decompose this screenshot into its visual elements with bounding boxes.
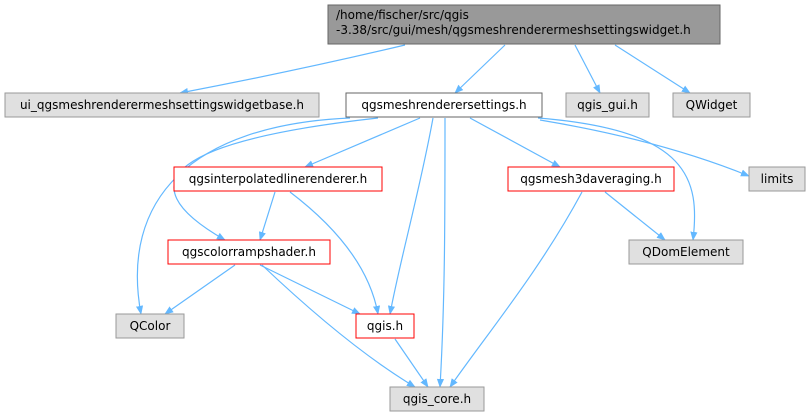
edge-mesh3d-to-qgis_core (449, 191, 583, 388)
edge-root-to-renderersettings (454, 44, 506, 94)
edge-qgis_h-to-qgis_core (394, 338, 429, 388)
node-box (115, 313, 185, 339)
node-box (345, 92, 543, 118)
node-label: qgis_gui.h (577, 98, 638, 112)
nodes-layer: /home/fischer/src/qgis-3.38/src/gui/mesh… (4, 4, 806, 412)
node-label: qgis_core.h (403, 392, 471, 406)
node-ui_base[interactable]: ui_qgsmeshrenderermeshsettingswidgetbase… (4, 92, 320, 118)
edge-renderersettings-to-colorramp (173, 117, 379, 241)
node-label: -3.38/src/gui/mesh/qgsmeshrenderermeshse… (336, 23, 691, 37)
edge-renderersettings-to-interpolatedline (304, 117, 421, 168)
node-label: /home/fischer/src/qgis (336, 8, 469, 22)
node-box (4, 92, 320, 118)
edge-mesh3d-to-qdomelement (604, 191, 666, 241)
node-box (327, 4, 721, 45)
node-label: limits (761, 172, 794, 186)
edge-renderersettings-to-qgis_h (387, 117, 434, 315)
edge-colorramp-to-qcolor (164, 264, 236, 315)
node-label: qgsmeshrenderersettings.h (361, 98, 526, 112)
edge-root-to-qwidget (614, 44, 691, 94)
node-label: QWidget (686, 98, 738, 112)
node-limits[interactable]: limits (748, 166, 806, 192)
node-qgis_h[interactable]: qgis.h (355, 313, 415, 339)
edges-layer (135, 44, 750, 388)
node-box (748, 166, 806, 192)
node-box (173, 166, 383, 192)
node-qwidget[interactable]: QWidget (672, 92, 751, 118)
edge-renderersettings-to-qgis_core (436, 117, 446, 388)
node-mesh3d[interactable]: qgsmesh3daveraging.h (507, 166, 675, 192)
node-colorramp[interactable]: qgscolorrampshader.h (167, 239, 331, 265)
edge-colorramp-to-qgis_h (259, 264, 361, 315)
node-box (672, 92, 751, 118)
node-renderersettings[interactable]: qgsmeshrenderersettings.h (345, 92, 543, 118)
node-box (628, 239, 744, 265)
node-box (167, 239, 331, 265)
node-qgis_core[interactable]: qgis_core.h (389, 386, 485, 412)
node-box (507, 166, 675, 192)
node-label: QDomElement (642, 245, 730, 259)
node-interpolatedline[interactable]: qgsinterpolatedlinerenderer.h (173, 166, 383, 192)
edge-renderersettings-to-mesh3d (469, 117, 561, 168)
node-label: ui_qgsmeshrenderermeshsettingswidgetbase… (20, 98, 304, 112)
node-label: qgsinterpolatedlinerenderer.h (189, 172, 367, 186)
node-label: qgis.h (367, 319, 403, 333)
node-qdomelement[interactable]: QDomElement (628, 239, 744, 265)
edge-colorramp-to-qgis_core (261, 264, 416, 388)
node-qgis_gui[interactable]: qgis_gui.h (565, 92, 650, 118)
edge-root-to-ui_base (179, 44, 406, 96)
node-label: QColor (130, 319, 171, 333)
edge-root-to-qgis_gui (574, 44, 601, 94)
node-box (565, 92, 650, 118)
node-box (355, 313, 415, 339)
node-box (389, 386, 485, 412)
node-label: qgsmesh3daveraging.h (520, 172, 661, 186)
edge-interpolatedline-to-colorramp (258, 191, 276, 241)
node-root: /home/fischer/src/qgis-3.38/src/gui/mesh… (327, 4, 721, 45)
edge-interpolatedline-to-qgis_h (289, 191, 381, 315)
node-qcolor[interactable]: QColor (115, 313, 185, 339)
node-label: qgscolorrampshader.h (182, 245, 316, 259)
edge-renderersettings-to-qdomelement (537, 117, 698, 241)
